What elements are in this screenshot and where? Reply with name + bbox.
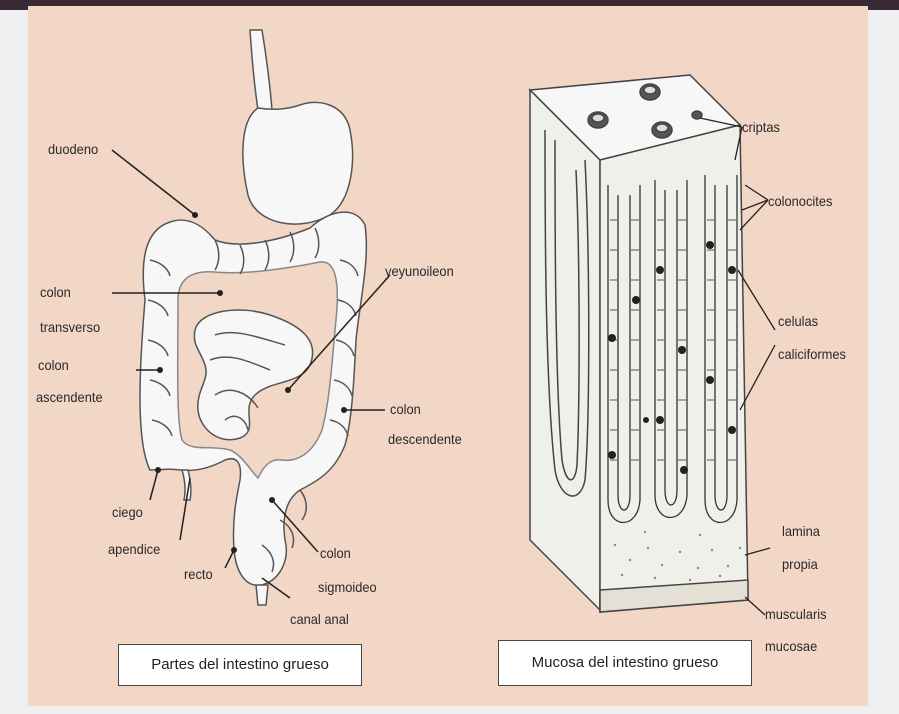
mucosa-illustration xyxy=(530,75,748,612)
mucosa-front-face xyxy=(600,125,748,612)
label-celulas-line1: celulas xyxy=(778,312,818,330)
mucosa-left-face xyxy=(530,90,600,610)
caption-partes-del-intestino: Partes del intestino grueso xyxy=(118,644,362,686)
caption-mucosa-del-intestino: Mucosa del intestino grueso xyxy=(498,640,752,686)
label-ciego: ciego xyxy=(112,503,143,521)
label-colon-descendente-line1: colon xyxy=(390,400,421,418)
label-celulas-line2: caliciformes xyxy=(778,345,846,363)
label-colon-descendente-line2: descendente xyxy=(388,430,462,448)
label-colon-ascendente-line2: ascendente xyxy=(36,388,103,406)
intestine-illustration xyxy=(140,30,366,605)
stomach-shape xyxy=(243,102,353,224)
label-colon-transverso-line2: transverso xyxy=(40,318,100,336)
label-colon-ascendente-line1: colon xyxy=(38,356,69,374)
label-apendice: apendice xyxy=(108,540,160,558)
anal-canal-shape xyxy=(256,585,268,605)
label-lamina-line2: propia xyxy=(782,555,818,573)
label-muscularis-line2: mucosae xyxy=(765,637,817,655)
label-colon-transverso-line1: colon xyxy=(40,283,71,301)
label-duodeno: duodeno xyxy=(48,140,98,158)
esophagus-shape xyxy=(250,30,272,110)
label-colon-sigmoideo-line2: sigmoideo xyxy=(318,578,377,596)
label-canal-anal: canal anal xyxy=(290,610,349,628)
label-colonocitos: colonocites xyxy=(768,192,832,210)
label-muscularis-line1: muscularis xyxy=(765,605,827,623)
label-criptas: criptas xyxy=(742,118,780,136)
label-yeyunoileon: yeyunoileon xyxy=(385,262,454,280)
label-lamina-line1: lamina xyxy=(782,522,820,540)
label-colon-sigmoideo-line1: colon xyxy=(320,544,351,562)
label-recto: recto xyxy=(184,565,213,583)
